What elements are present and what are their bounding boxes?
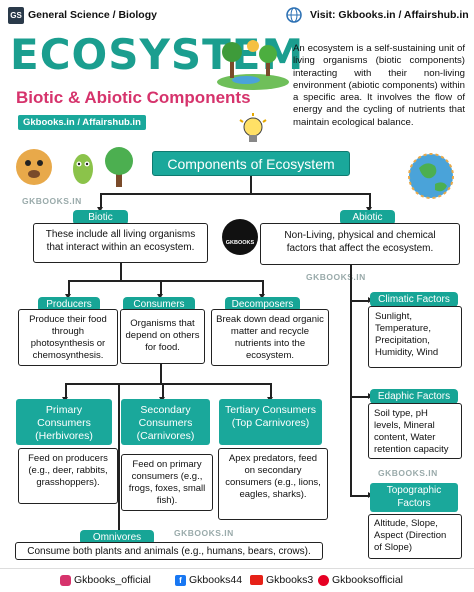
primary-label: Primary Consumers (Herbivores)	[16, 399, 112, 445]
header-logo: GS	[8, 7, 24, 24]
primary-box: Feed on producers (e.g., deer, rabbits, …	[18, 448, 118, 504]
secondary-label: Secondary Consumers (Carnivores)	[121, 399, 210, 445]
topographic-label: Topographic Factors	[370, 483, 458, 512]
tree-icon	[102, 145, 136, 189]
climatic-item: Humidity, Wind	[375, 346, 439, 358]
animals-icon	[12, 145, 57, 190]
pinterest-icon	[318, 575, 329, 586]
ecosystem-illustration	[216, 34, 290, 90]
consumers-label: Consumers	[123, 297, 195, 312]
youtube-icon	[250, 575, 263, 585]
youtube-link[interactable]: Gkbooks3	[266, 574, 314, 586]
header-subject: General Science / Biology	[28, 9, 157, 21]
biotic-label: Biotic	[73, 210, 128, 225]
center-logo-text: GKBOOKS	[225, 240, 255, 246]
consumers-box: Organisms that depend on others for food…	[120, 309, 205, 364]
footer: Gkbooks_official f Gkbooks44 Gkbooks3 Gk…	[0, 568, 474, 592]
intro-text: An ecosystem is a self-sustaining unit o…	[293, 43, 465, 128]
omnivores-box: Consume both plants and animals (e.g., h…	[15, 542, 323, 560]
page-title: ECOSYSTEM	[10, 30, 305, 79]
abiotic-box: Non-Living, physical and chemical factor…	[260, 223, 460, 265]
microbe-icon	[68, 150, 98, 188]
earth-icon	[405, 150, 457, 202]
watermark-3: GKBOOKS.IN	[378, 468, 438, 478]
instagram-link[interactable]: Gkbooks_official	[74, 574, 151, 586]
center-logo: GKBOOKS	[222, 219, 258, 255]
climatic-box: Sunlight, Temperature, Precipitation, Hu…	[368, 306, 462, 368]
watermark-4: GKBOOKS.IN	[174, 528, 234, 538]
components-title: Components of Ecosystem	[152, 151, 350, 176]
site-tag[interactable]: Gkbooks.in / Affairshub.in	[18, 115, 146, 130]
producers-box: Produce their food through photosynthesi…	[18, 309, 118, 366]
instagram-icon	[60, 575, 71, 586]
facebook-icon: f	[175, 575, 186, 586]
pinterest-link[interactable]: Gkbooksofficial	[332, 574, 404, 586]
watermark: GKBOOKS.IN	[22, 196, 82, 206]
secondary-box: Feed on primary consumers (e.g., frogs, …	[121, 454, 213, 511]
climatic-item: Sunlight,	[375, 311, 412, 322]
lightbulb-icon	[236, 112, 270, 150]
climatic-label: Climatic Factors	[370, 292, 458, 307]
topographic-box: Altitude, Slope, Aspect (Direction of Sl…	[368, 514, 462, 559]
facebook-link[interactable]: Gkbooks44	[189, 574, 243, 586]
edaphic-label: Edaphic Factors	[370, 389, 458, 404]
climatic-item: Precipitation,	[375, 334, 430, 346]
globe-icon	[283, 6, 305, 24]
edaphic-box: Soil type, pH levels, Mineral content, W…	[368, 403, 462, 459]
page-subtitle: Biotic & Abiotic Components	[16, 88, 251, 107]
decomposers-box: Break down dead organic matter and recyc…	[211, 309, 329, 366]
decomposers-label: Decomposers	[225, 297, 300, 312]
omnivores-label: Omnivores	[80, 530, 154, 545]
watermark-2: GKBOOKS.IN	[306, 272, 366, 282]
climatic-item: Temperature,	[375, 322, 431, 334]
abiotic-label: Abiotic	[340, 210, 395, 225]
producers-label: Producers	[38, 297, 100, 312]
header-visit[interactable]: Visit: Gkbooks.in / Affairshub.in	[310, 9, 469, 21]
tertiary-box: Apex predators, feed on secondary consum…	[218, 448, 328, 520]
biotic-box: These include all living organisms that …	[33, 223, 208, 263]
tertiary-label: Tertiary Consumers (Top Carnivores)	[219, 399, 322, 445]
